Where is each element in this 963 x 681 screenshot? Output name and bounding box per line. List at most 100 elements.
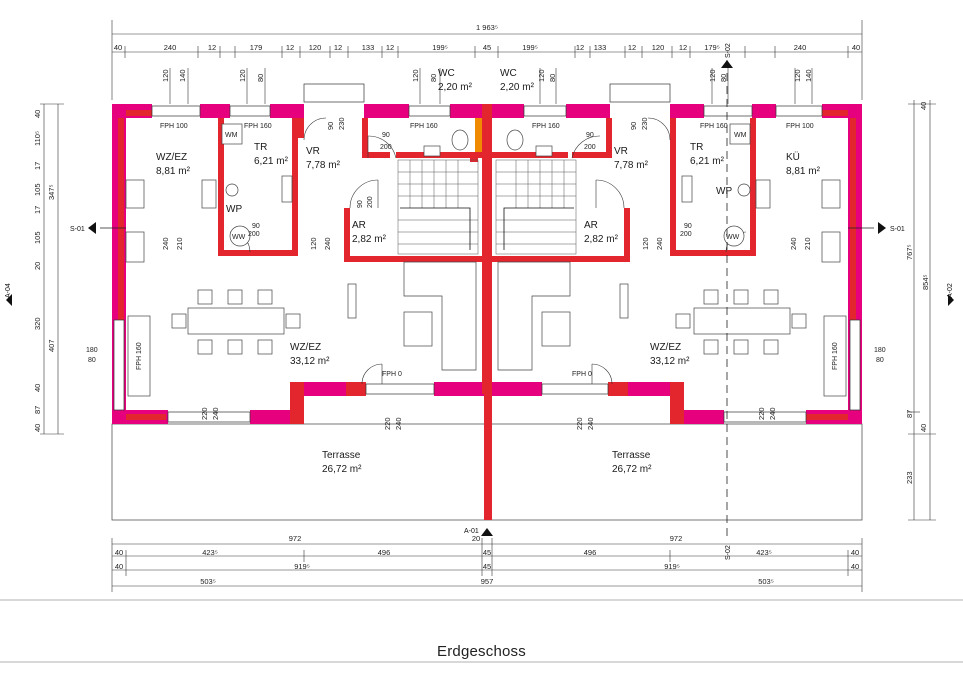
dim-inner: 200 bbox=[248, 231, 260, 238]
dim-top: 199⁵ bbox=[432, 43, 448, 52]
label-fph0-left: FPH 0 bbox=[382, 371, 402, 378]
dim-side-window-r: 80 bbox=[876, 357, 884, 364]
dim-bottom: 496 bbox=[378, 548, 391, 557]
dim-right: 854⁵ bbox=[921, 274, 930, 290]
windows bbox=[113, 83, 861, 423]
dim-bottom: 972 bbox=[289, 534, 302, 543]
label-ww-left: WW bbox=[232, 234, 246, 241]
room-area: 6,21 m² bbox=[690, 156, 725, 167]
room-name: TR bbox=[254, 142, 267, 153]
dim-bottom: 40 bbox=[115, 548, 123, 557]
dim-inner: 240 bbox=[789, 237, 798, 250]
dim-inner: 210 bbox=[175, 237, 184, 250]
dim-top: 12 bbox=[628, 43, 636, 52]
label-fph0-right: FPH 0 bbox=[572, 371, 592, 378]
dim-left: 17 bbox=[33, 162, 42, 170]
dim-bottom: 20 bbox=[472, 534, 480, 543]
dim-top: 199⁵ bbox=[522, 43, 538, 52]
dim-left: 105 bbox=[33, 231, 42, 244]
dim-top: 12 bbox=[386, 43, 394, 52]
label-a04: A-04 bbox=[5, 283, 12, 298]
dim-side-window: 180 bbox=[86, 347, 98, 354]
label-wm-right: WM bbox=[734, 132, 747, 139]
dim-inner: 240 bbox=[768, 407, 777, 420]
dim-side-window-r: 180 bbox=[874, 347, 886, 354]
room-area: 8,81 m² bbox=[786, 166, 821, 177]
dim-opening: 120 bbox=[537, 69, 546, 82]
label-fph160-wc-right: FPH 160 bbox=[532, 123, 560, 130]
dim-left: 87 bbox=[33, 406, 42, 414]
dim-top: 40 bbox=[114, 43, 122, 52]
dim-inner: 200 bbox=[680, 231, 692, 238]
label-wp-right: WP bbox=[716, 186, 732, 197]
room-name: AR bbox=[352, 220, 366, 231]
room-area: 33,12 m² bbox=[650, 356, 690, 367]
dim-opening: 120 bbox=[793, 69, 802, 82]
room-area: 26,72 m² bbox=[322, 464, 362, 475]
dim-top: 120 bbox=[652, 43, 665, 52]
dim-top: 12 bbox=[208, 43, 216, 52]
label-ww-right: WW bbox=[726, 234, 740, 241]
room-area: 26,72 m² bbox=[612, 464, 652, 475]
dim-opening: 90 bbox=[629, 122, 638, 130]
dim-inner: 120 bbox=[641, 237, 650, 250]
label-s01-left: S-01 bbox=[70, 226, 85, 233]
room-area: 7,78 m² bbox=[614, 160, 649, 171]
label-fph160-side-left: FPH 160 bbox=[136, 342, 143, 370]
dim-bottom: 503⁵ bbox=[200, 577, 216, 586]
section-markers bbox=[6, 60, 954, 536]
interior-walls bbox=[218, 104, 756, 520]
dim-left: 40 bbox=[33, 110, 42, 118]
label-a02: A-02 bbox=[947, 283, 954, 298]
dim-bottom: 919⁵ bbox=[664, 562, 680, 571]
dim-top: 133 bbox=[594, 43, 607, 52]
room-name: WZ/EZ bbox=[650, 342, 681, 353]
dim-top: 240 bbox=[164, 43, 177, 52]
dim-inner: 200 bbox=[584, 144, 596, 151]
dim-inner: 210 bbox=[803, 237, 812, 250]
dim-top: 12 bbox=[286, 43, 294, 52]
dim-opening: 230 bbox=[337, 117, 346, 130]
bottom-dimension-lines bbox=[0, 538, 963, 663]
room-name: VR bbox=[306, 146, 320, 157]
dim-inner: 240 bbox=[586, 417, 595, 430]
room-name: KÜ bbox=[786, 151, 800, 163]
room-name: Terrasse bbox=[612, 450, 651, 461]
dim-opening: 120 bbox=[161, 69, 170, 82]
top-dimension-text: 1 963⁵ 40 240 12 179 12 120 12 133 12 19… bbox=[114, 23, 860, 130]
dim-overall-top: 1 963⁵ bbox=[476, 23, 498, 32]
side-dimension-lines bbox=[40, 100, 936, 521]
dim-bottom: 423⁵ bbox=[756, 548, 772, 557]
dim-opening: 90 bbox=[326, 122, 335, 130]
dim-left: 110⁵ bbox=[33, 131, 42, 146]
dim-opening: 230 bbox=[640, 117, 649, 130]
label-fph100-right: FPH 100 bbox=[786, 123, 814, 130]
dim-bottom: 40 bbox=[115, 562, 123, 571]
room-area: 33,12 m² bbox=[290, 356, 330, 367]
dim-inner: 200 bbox=[380, 144, 392, 151]
dim-opening: 120 bbox=[708, 69, 717, 82]
room-name: VR bbox=[614, 146, 628, 157]
dim-top: 12 bbox=[679, 43, 687, 52]
label-wp-left: WP bbox=[226, 204, 242, 215]
dim-opening: 80 bbox=[719, 74, 728, 82]
dim-top: 12 bbox=[576, 43, 584, 52]
label-s01-right: S-01 bbox=[890, 226, 905, 233]
dim-bottom: 40 bbox=[851, 548, 859, 557]
room-name: WZ/EZ bbox=[156, 152, 187, 163]
dim-top: 45 bbox=[483, 43, 491, 52]
dim-right: 767⁵ bbox=[905, 244, 914, 260]
dim-top: 40 bbox=[852, 43, 860, 52]
dim-bottom: 957 bbox=[481, 577, 494, 586]
side-dimension-text: 40 110⁵ 347⁵ 17 105 17 105 20 320 407 40… bbox=[33, 102, 930, 484]
section-lines bbox=[100, 60, 874, 540]
dim-bottom: 919⁵ bbox=[294, 562, 310, 571]
dim-left: 40 bbox=[33, 424, 42, 432]
room-area: 6,21 m² bbox=[254, 156, 289, 167]
plan-caption: Erdgeschoss bbox=[437, 643, 526, 660]
room-name: AR bbox=[584, 220, 598, 231]
dim-left: 347⁵ bbox=[47, 184, 56, 200]
dim-right: 87 bbox=[905, 410, 914, 418]
dim-bottom: 972 bbox=[670, 534, 683, 543]
